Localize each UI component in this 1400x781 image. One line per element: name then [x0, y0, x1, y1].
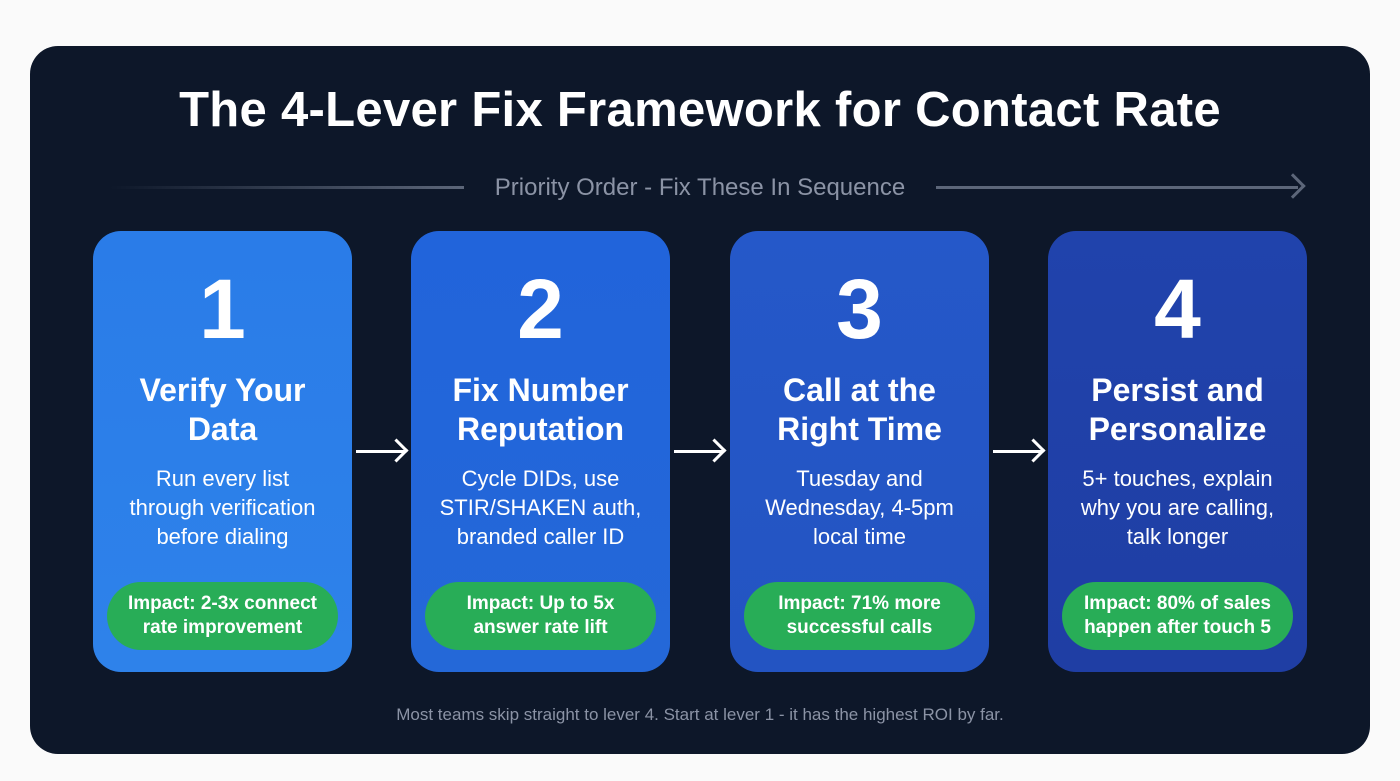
lever-description-line: branded caller ID — [456, 524, 625, 549]
priority-line-left — [110, 186, 464, 189]
impact-badge: Impact: 80% of sales happen after touch 5 — [1062, 582, 1293, 650]
lever-description: 5+ touches, explain why you are calling, t… — [1048, 464, 1307, 551]
lever-description: Run every list through verification before… — [93, 464, 352, 551]
page-title: The 4-Lever Fix Framework for Contact Ra… — [179, 83, 1221, 137]
lever-description-line: through verification — [129, 495, 316, 520]
impact-line: answer rate lift — [473, 617, 608, 638]
lever-title-line: Data — [187, 411, 258, 447]
impact-line: successful calls — [786, 617, 933, 638]
arrow-right-icon — [993, 450, 1043, 453]
lever-number: 3 — [836, 262, 883, 356]
priority-line-right — [936, 186, 1298, 189]
impact-badge: Impact: 2-3x connect rate improvement — [107, 582, 338, 650]
lever-title-line: Personalize — [1088, 411, 1267, 447]
lever-description-line: Run every list — [155, 466, 290, 491]
lever-title-line: Fix Number — [452, 372, 629, 408]
impact-line: Impact: Up to 5x — [466, 593, 615, 614]
impact-line: Impact: 2-3x connect — [128, 593, 317, 614]
lever-title-line: Persist and — [1091, 372, 1264, 408]
impact-line: rate improvement — [142, 617, 303, 638]
priority-label: Priority Order - Fix These In Sequence — [494, 174, 906, 201]
lever-number: 4 — [1154, 262, 1201, 356]
lever-title-line: Reputation — [456, 411, 625, 447]
lever-description-line: talk longer — [1126, 524, 1229, 549]
lever-description-line: local time — [813, 524, 906, 549]
lever-number: 1 — [199, 262, 246, 356]
impact-badge: Impact: Up to 5x answer rate lift — [425, 582, 656, 650]
lever-description-line: before dialing — [156, 524, 289, 549]
arrow-right-icon — [674, 450, 724, 453]
footer-note: Most teams skip straight to lever 4. Sta… — [396, 705, 1004, 724]
impact-line: Impact: 80% of sales — [1084, 593, 1271, 614]
lever-title-line: Right Time — [777, 411, 942, 447]
lever-description-line: Cycle DIDs, use — [461, 466, 620, 491]
impact-line: happen after touch 5 — [1084, 617, 1271, 638]
impact-badge: Impact: 71% more successful calls — [744, 582, 975, 650]
lever-description-line: why you are calling, — [1080, 495, 1275, 520]
impact-line: Impact: 71% more — [778, 593, 941, 614]
lever-description-line: STIR/SHAKEN auth, — [439, 495, 642, 520]
lever-title-line: Call at the — [783, 372, 936, 408]
lever-description-line: 5+ touches, explain — [1082, 466, 1273, 491]
lever-description-line: Tuesday and — [796, 466, 923, 491]
lever-description-line: Wednesday, 4-5pm — [765, 495, 954, 520]
lever-number: 2 — [517, 262, 564, 356]
arrow-right-icon — [356, 450, 406, 453]
lever-title-line: Verify Your — [139, 372, 306, 408]
